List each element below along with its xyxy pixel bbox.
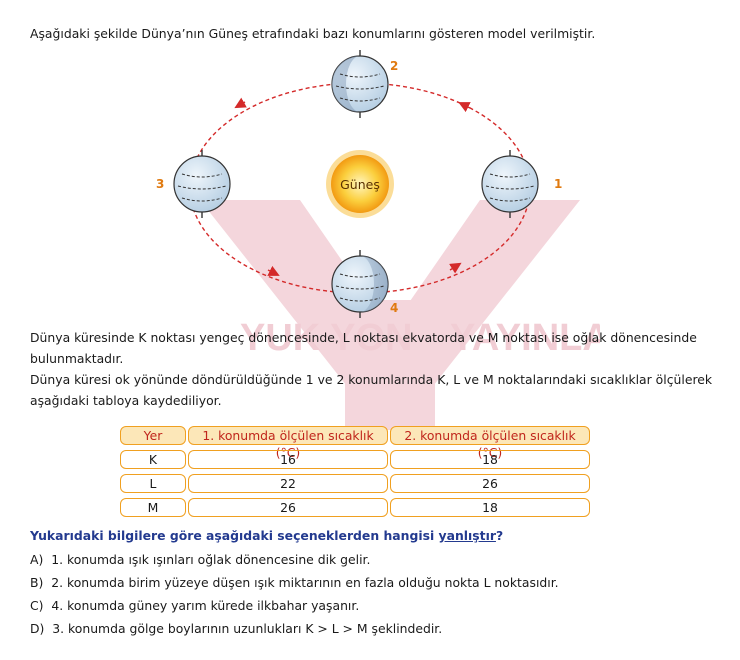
question-prefix: Yukarıdaki bilgilere göre aşağıdaki seçe…	[30, 528, 439, 543]
option-text: 3. konumda gölge boylarının uzunlukları …	[52, 621, 443, 636]
option-c[interactable]: C) 4. konumda güney yarım kürede ilkbaha…	[30, 598, 359, 614]
option-text: 2. konumda birim yüzeye düşen ışık mikta…	[51, 575, 559, 590]
option-b[interactable]: B) 2. konumda birim yüzeye düşen ışık mi…	[30, 575, 559, 591]
table-cell-pos2: 18	[390, 450, 590, 469]
paragraph2-line2: aşağıdaki tabloya kaydediliyor.	[30, 393, 222, 408]
question-suffix: ?	[495, 528, 504, 543]
option-letter: A)	[30, 552, 44, 567]
paragraph2-line1: Dünya küresi ok yönünde döndürüldüğünde …	[30, 372, 713, 387]
option-text: 1. konumda ışık ışınları oğlak dönencesi…	[51, 552, 371, 567]
table-cell-pos1: 22	[188, 474, 388, 493]
publisher-watermark: YUK YON YAYINLARI	[200, 200, 600, 430]
sun-label: Güneş	[340, 177, 380, 192]
option-letter: B)	[30, 575, 44, 590]
table-cell-pos2: 18	[390, 498, 590, 517]
option-letter: C)	[30, 598, 44, 613]
watermark-text-right: YAYINLARI	[450, 317, 600, 359]
position-label-1: 1	[554, 177, 562, 191]
option-text: 4. konumda güney yarım kürede ilkbahar y…	[51, 598, 360, 613]
table-cell-pos1: 26	[188, 498, 388, 517]
position-label-3: 3	[156, 177, 164, 191]
table-cell-place: M	[120, 498, 186, 517]
earth-position-4-icon	[331, 250, 389, 318]
option-letter: D)	[30, 621, 45, 636]
table-cell-pos2: 26	[390, 474, 590, 493]
sun-icon: Güneş	[326, 150, 394, 218]
paragraph1-line1: Dünya küresinde K noktası yengeç dönence…	[30, 330, 697, 345]
orbit-arrow	[449, 262, 462, 274]
earth-position-1-icon	[481, 150, 539, 218]
earth-position-2-icon	[331, 50, 389, 118]
table-cell-pos1: 16	[188, 450, 388, 469]
table-cell-place: L	[120, 474, 186, 493]
table-header-position2: 2. konumda ölçülen sıcaklık (°C)	[390, 426, 590, 460]
orbit-arrow	[267, 265, 280, 276]
watermark-text-left: YUK YON	[240, 317, 412, 359]
orbit-diagram: Güneş 1 2 3 4	[156, 50, 562, 318]
option-a[interactable]: A) 1. konumda ışık ışınları oğlak dönenc…	[30, 552, 370, 568]
position-label-4: 4	[390, 301, 398, 315]
intro-text: Aşağıdaki şekilde Dünya’nın Güneş etrafı…	[30, 26, 596, 41]
orbit-arrow	[458, 102, 471, 113]
question-emphasis: yanlıştır	[438, 528, 496, 543]
paragraph1-line2: bulunmaktadır.	[30, 351, 124, 366]
option-d[interactable]: D) 3. konumda gölge boylarının uzunlukla…	[30, 621, 442, 637]
table-cell-place: K	[120, 450, 186, 469]
earth-position-3-icon	[173, 150, 231, 218]
table-header-position1: 1. konumda ölçülen sıcaklık (°C)	[188, 426, 388, 460]
orbit-arrow	[234, 97, 247, 109]
position-label-2: 2	[390, 59, 398, 73]
question-text: Yukarıdaki bilgilere göre aşağıdaki seçe…	[30, 528, 503, 543]
table-header-place: Yer	[120, 426, 186, 445]
